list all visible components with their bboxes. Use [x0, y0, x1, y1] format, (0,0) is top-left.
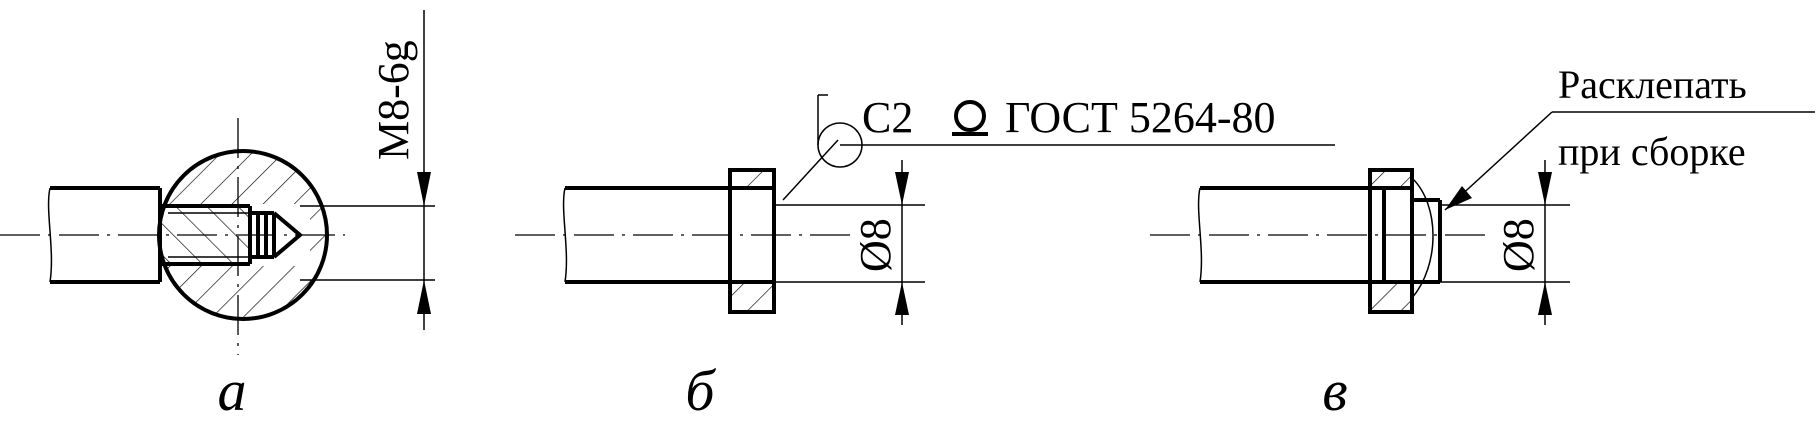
weld-prefix: C2 — [862, 93, 913, 142]
view-a: M8-6g а — [0, 10, 435, 421]
dimension-a: M8-6g — [300, 10, 435, 330]
caption-a: а — [218, 358, 247, 421]
rivet-note-v: Расклепать при сборке — [1444, 62, 1815, 211]
dimension-v: Ø8 — [1440, 160, 1570, 325]
dimension-label-v: Ø8 — [1494, 218, 1543, 272]
shaft-a — [47, 186, 160, 284]
note-line-1: Расклепать — [1558, 62, 1747, 107]
note-line-2: при сборке — [1558, 129, 1746, 174]
view-v: Ø8 Расклепать при сборке в — [1150, 62, 1815, 421]
weld-note-b: C2 ГОСТ 5264-80 — [782, 93, 1335, 201]
head-v — [1368, 168, 1442, 314]
weld-symbol-icon — [952, 100, 988, 136]
view-b: Ø8 C2 ГОСТ 5264-80 б — [515, 93, 1335, 421]
caption-b: б — [685, 358, 716, 421]
dimension-b: Ø8 — [774, 160, 925, 325]
shaft-b — [562, 186, 730, 284]
dimension-label-b: Ø8 — [851, 218, 900, 272]
weld-standard: ГОСТ 5264-80 — [1005, 93, 1276, 142]
dimension-label-a: M8-6g — [369, 40, 418, 160]
head-b — [728, 168, 776, 314]
shaft-v — [1197, 186, 1370, 284]
ball-section-a — [157, 149, 329, 321]
caption-v: в — [1322, 358, 1347, 421]
